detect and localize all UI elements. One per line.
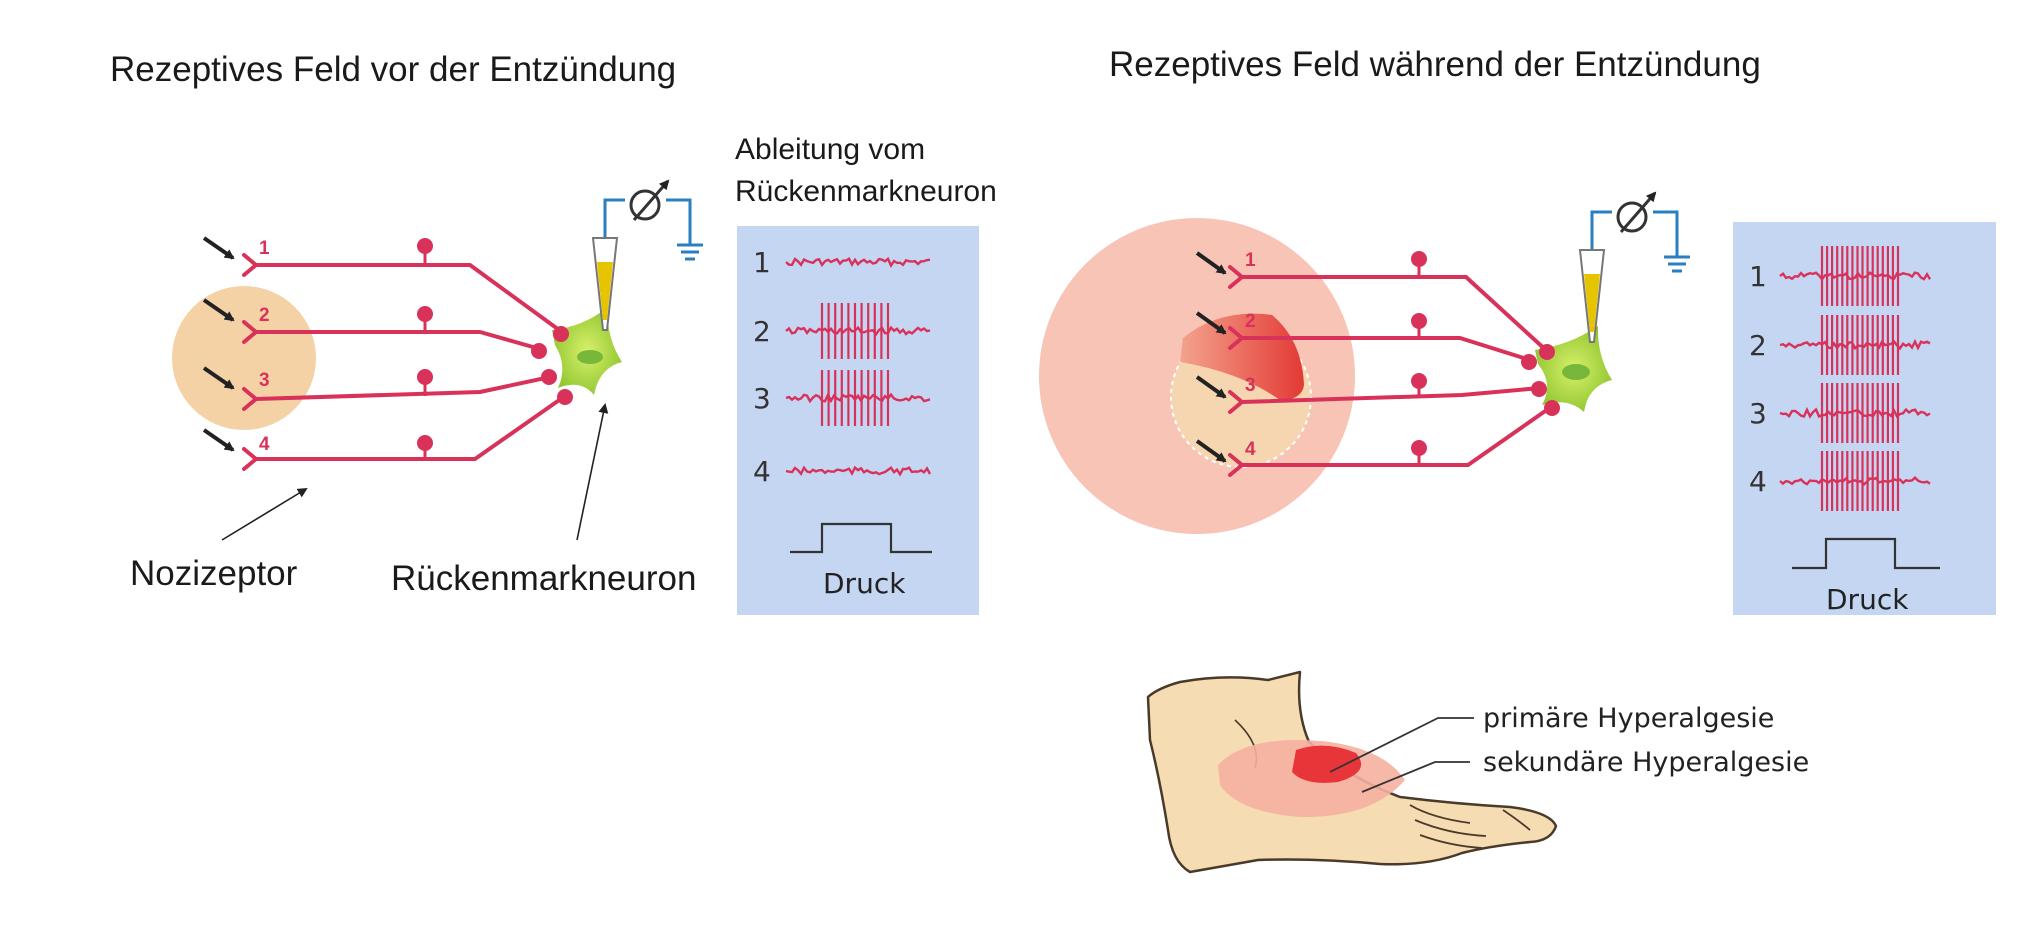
stimulus-arrow-icon (1195, 251, 1227, 275)
stimulus-arrow-icon (202, 298, 235, 322)
fiber-number: 2 (1245, 311, 1256, 332)
recording-trace (1779, 338, 1931, 351)
spinal-neuron-label: Rückenmarkneuron (391, 559, 696, 598)
synapse-terminal-icon (1521, 354, 1537, 370)
left-panel-title: Rezeptives Feld vor der Entzündung (110, 50, 676, 89)
synapse-knob-icon (1411, 373, 1427, 389)
channel-label: 4 (753, 455, 771, 488)
stimulus-step-icon (1792, 537, 1940, 570)
axon-4 (254, 394, 567, 461)
stimulus-arrow-icon (1195, 311, 1227, 335)
synapse-knob-icon (417, 435, 433, 451)
stimulus-arrow-icon (202, 236, 235, 260)
synapse-terminal-icon (1544, 400, 1560, 416)
recording-label-line2: Rückenmarkneuron (735, 175, 997, 208)
channel-label: 3 (1749, 397, 1767, 430)
synapse-terminal-icon (557, 389, 573, 405)
right-collaterals (1411, 251, 1427, 465)
synapse-knob-icon (1411, 251, 1427, 267)
channel-label: 2 (1749, 329, 1767, 362)
right-traces (1779, 246, 1932, 511)
channel-label: 1 (753, 246, 771, 279)
recording-panel-bg (1733, 222, 1996, 615)
right-circuit: 1 2 3 4 (1039, 191, 1690, 534)
axon-2 (254, 330, 542, 351)
secondary-hyperalgesia-label: sekundäre Hyperalgesie (1483, 747, 1809, 778)
recording-trace (785, 325, 931, 337)
synapse-terminal-icon (1531, 381, 1547, 397)
neuron-nucleus-icon (577, 350, 603, 364)
recording-trace (1779, 476, 1931, 486)
leader-line (1329, 717, 1474, 773)
channel-label: 4 (1749, 465, 1767, 498)
foot-outline (1146, 670, 1558, 874)
synapse-terminal-icon (541, 369, 557, 385)
synapse-knob-icon (417, 238, 433, 254)
recording-trace (785, 465, 932, 477)
synapse-terminal-icon (1539, 344, 1555, 360)
left-traces (785, 256, 932, 477)
left-collaterals (417, 238, 433, 459)
left-circuit: 1 2 3 4 Nozizeptor Rückenmarkneuron Able (130, 133, 997, 598)
recording-trace (785, 256, 931, 268)
left-receptive-field (172, 286, 316, 430)
fiber-number: 1 (259, 238, 270, 259)
synapse-knob-icon (1411, 313, 1427, 329)
right-axons (1240, 275, 1553, 467)
left-electrode (591, 179, 703, 331)
recording-trace (1779, 406, 1931, 419)
stimulus-arrow-icon (202, 428, 235, 452)
channel-label: 3 (753, 382, 771, 415)
left-recording-panel: 1 2 3 4 Druck (737, 226, 979, 615)
recording-label-line1: Ableitung vom (735, 133, 925, 166)
axon-3 (254, 375, 552, 401)
fiber-number: 3 (259, 370, 270, 391)
axon-1 (254, 263, 568, 337)
stimulus-label: Druck (823, 567, 906, 600)
right-electrode (1578, 191, 1690, 343)
neuron-nucleus-icon (1562, 364, 1590, 380)
fiber-number: 1 (1245, 250, 1256, 271)
fiber-number: 3 (1245, 375, 1256, 396)
stimulus-arrow-icon (202, 366, 235, 390)
channel-label: 1 (1749, 260, 1767, 293)
synapse-terminal-icon (553, 326, 569, 342)
stimulus-step-icon (790, 522, 932, 554)
synapse-terminal-icon (531, 343, 547, 359)
annotation-arrow-icon (576, 403, 609, 541)
synapse-knob-icon (417, 306, 433, 322)
right-stimulus-arrows (1195, 251, 1227, 463)
primary-hyperalgesia-zone (1180, 313, 1304, 400)
synapse-knob-icon (1411, 440, 1427, 456)
stimulus-arrow-icon (1195, 439, 1227, 463)
fiber-number: 4 (1245, 439, 1256, 460)
channel-label: 2 (753, 315, 771, 348)
recording-panel-bg (737, 226, 979, 615)
leader-line (1361, 761, 1470, 793)
annotation-arrow-icon (221, 487, 308, 541)
fiber-number: 4 (259, 434, 270, 455)
axon-2 (1240, 336, 1532, 362)
stimulus-arrow-icon (1195, 375, 1227, 399)
left-stimulus-arrows (202, 236, 235, 452)
nociceptor-label: Nozizeptor (130, 554, 298, 593)
stimulus-label: Druck (1826, 583, 1909, 616)
axon-4 (1240, 405, 1553, 467)
recording-trace (1779, 271, 1932, 282)
synapse-knob-icon (417, 369, 433, 385)
axon-3 (1240, 386, 1542, 404)
foot-illustration: primäre Hyperalgesie sekundäre Hyperalge… (1146, 670, 1809, 874)
foot-primary-zone (1292, 745, 1362, 783)
recording-trace (785, 392, 931, 404)
axon-1 (1240, 275, 1550, 354)
left-axons (254, 263, 568, 461)
right-recording-panel: 1 2 3 4 Druck (1733, 222, 1996, 616)
fiber-number: 2 (259, 305, 270, 326)
right-panel-title: Rezeptives Feld während der Entzündung (1109, 45, 1761, 84)
primary-hyperalgesia-label: primäre Hyperalgesie (1483, 703, 1774, 734)
